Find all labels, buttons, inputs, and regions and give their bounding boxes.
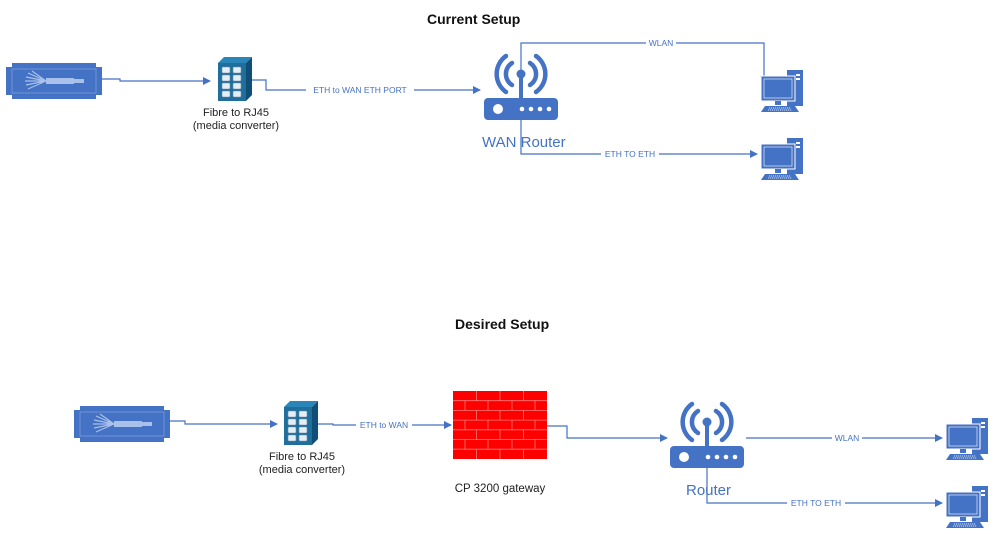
connector-router-eth [706,468,943,507]
desktop-computer-icon [760,69,804,113]
firewall-icon [452,390,548,460]
fibre-cable-icon [73,405,171,443]
desktop-computer-icon [945,417,989,461]
converter-label-line1: Fibre to RJ45 [268,451,336,463]
current-converter-label: Fibre to RJ45 (media converter) [176,107,296,133]
media-converter-icon [283,400,319,446]
connector-router-wlan [520,42,768,84]
current-router-label: WAN Router [482,134,566,151]
current-setup-title: Current Setup [427,11,521,27]
link-label-eth-to-wan: ETH to WAN [360,420,408,430]
converter-label-line2: (media converter) [192,120,280,132]
desired-router-label: Router [686,482,732,499]
link-label-eth-to-wan-port: ETH to WAN ETH PORT [313,85,407,95]
desktop-computer-icon [945,485,989,529]
desired-converter-label: Fibre to RJ45 (media converter) [242,451,362,477]
connector-router-eth [520,120,758,158]
current-setup: ETH to WAN ETH PORT WLAN ETH TO ETH [5,38,804,181]
fibre-cable-icon [5,62,103,100]
link-label-eth-to-eth: ETH TO ETH [605,149,655,159]
wireless-router-icon [670,404,744,468]
connector-fibre-to-converter [170,420,278,428]
desired-setup: ETH to WAN WLAN ETH TO ETH [73,390,989,529]
gateway-label: CP 3200 gateway [454,483,546,495]
connector-fibre-to-converter [102,77,211,85]
link-label-eth-to-eth: ETH TO ETH [791,498,841,508]
link-label-wlan: WLAN [835,433,860,443]
desired-setup-title: Desired Setup [455,316,550,332]
connector-gateway-to-router [547,425,668,442]
converter-label-line2: (media converter) [258,464,346,476]
converter-label-line1: Fibre to RJ45 [202,107,270,119]
desktop-computer-icon [760,137,804,181]
link-label-wlan: WLAN [649,38,674,48]
media-converter-icon [217,56,253,102]
